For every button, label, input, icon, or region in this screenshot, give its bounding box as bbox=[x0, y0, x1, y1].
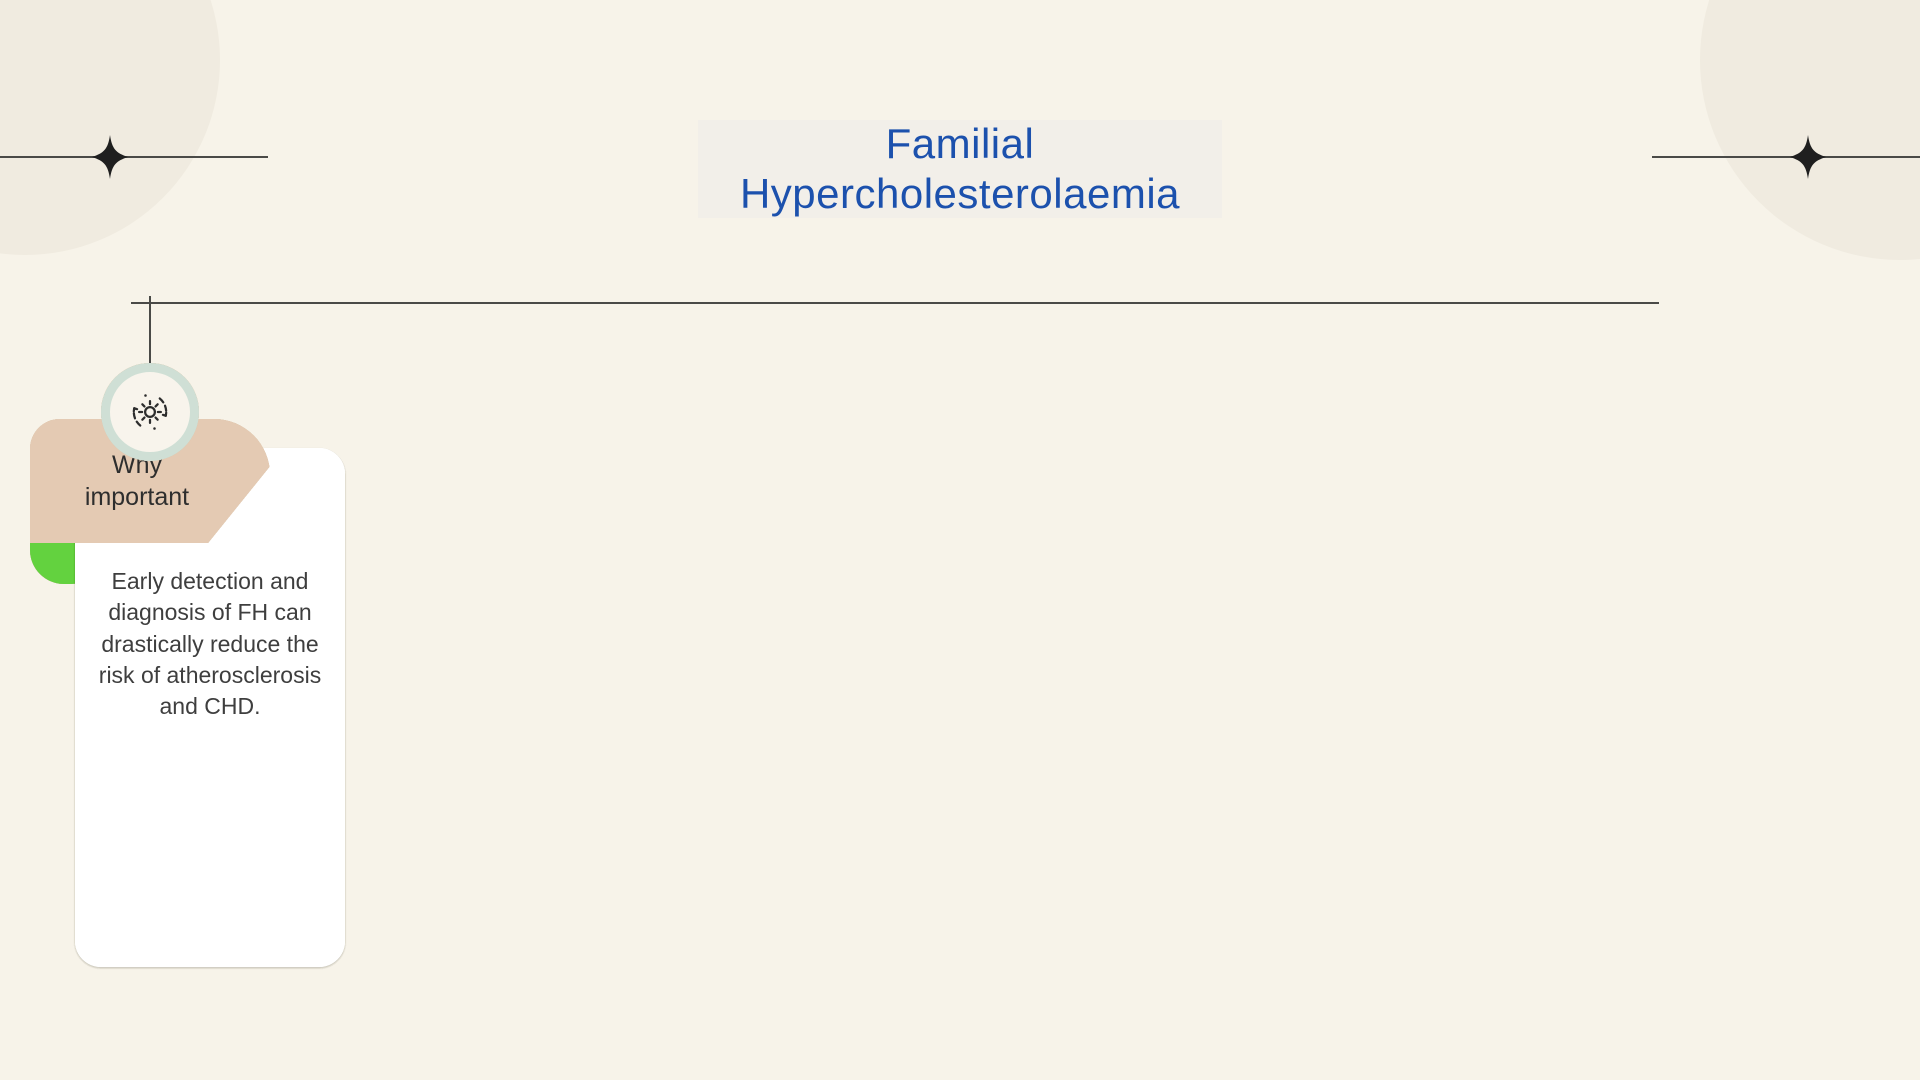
icon-badge bbox=[101, 363, 199, 461]
decor-line-right bbox=[1652, 156, 1920, 158]
gear-orbit-icon bbox=[132, 394, 168, 430]
card-title: Why important bbox=[84, 451, 190, 511]
corner-circle-right bbox=[1700, 0, 1920, 260]
connector-vertical-line bbox=[149, 296, 151, 416]
card-body-text: Early detection and diagnosis of FH can … bbox=[98, 568, 322, 720]
title-box: Familial Hypercholesterolaemia bbox=[698, 120, 1222, 218]
decor-line-left bbox=[0, 156, 268, 158]
connector-horizontal-line bbox=[131, 302, 1659, 304]
sparkle-icon bbox=[1790, 135, 1826, 179]
page-title: Familial Hypercholesterolaemia bbox=[739, 119, 1181, 217]
card-why-important: Early detection and diagnosis of FH can … bbox=[0, 0, 345, 1080]
sparkle-icon bbox=[92, 135, 128, 179]
